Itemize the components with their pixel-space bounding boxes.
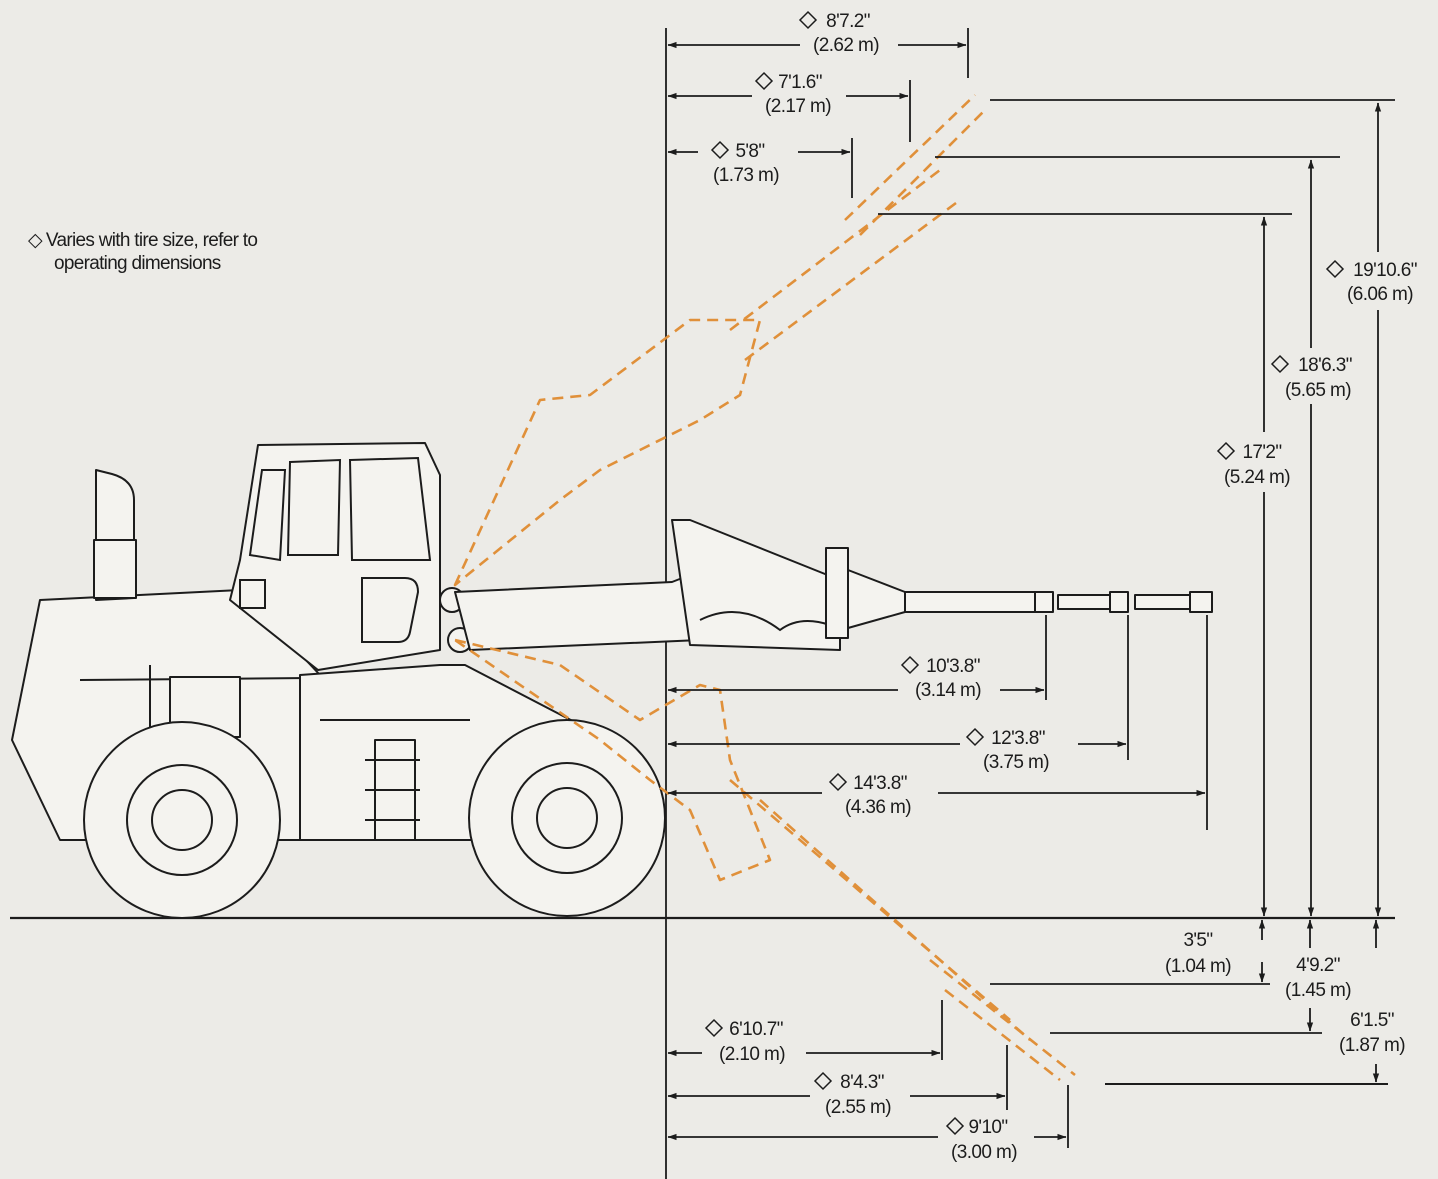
diamond-icon xyxy=(1216,441,1236,461)
label-height-1-metric: (5.24 m) xyxy=(1224,467,1290,488)
label-reach-high-1-metric: (1.73 m) xyxy=(713,165,779,186)
label-height-1-imperial: 17'2" xyxy=(1242,442,1281,463)
label-reach-high-3-imperial: 8'7.2" xyxy=(826,11,870,32)
label-reach-low-2-metric: (2.55 m) xyxy=(825,1097,891,1118)
label-reach-low-1-metric: (2.10 m) xyxy=(719,1044,785,1065)
label-reach-high-1-imperial: 5'8" xyxy=(735,141,764,162)
loader-machine xyxy=(11,442,666,919)
upper-reach-dimensions xyxy=(667,28,969,198)
height-dimensions xyxy=(878,99,1395,917)
label-reach-horiz-2-metric: (3.75 m) xyxy=(983,752,1049,773)
diamond-icon xyxy=(900,655,920,675)
label-depth-3-imperial: 6'1.5" xyxy=(1350,1010,1394,1031)
label-reach-horiz-3-metric: (4.36 m) xyxy=(845,797,911,818)
diamond-icon xyxy=(1325,259,1345,279)
legend-line-2: operating dimensions xyxy=(54,253,221,274)
diamond-icon xyxy=(704,1018,724,1038)
label-reach-horiz-1-metric: (3.14 m) xyxy=(915,680,981,701)
label-depth-1-metric: (1.04 m) xyxy=(1165,956,1231,977)
label-height-2-imperial: 18'6.3" xyxy=(1298,355,1352,376)
label-height-2-metric: (5.65 m) xyxy=(1285,380,1351,401)
diamond-markers xyxy=(704,10,1345,1136)
label-reach-high-3-metric: (2.62 m) xyxy=(813,35,879,56)
diamond-icon xyxy=(798,10,818,30)
legend-line-1: ◇Varies with tire size, refer to xyxy=(28,230,257,251)
label-reach-low-2-imperial: 8'4.3" xyxy=(840,1072,884,1093)
dimension-labels: 8'7.2" (2.62 m) 7'1.6" (2.17 m) 5'8" (1.… xyxy=(713,11,1417,1163)
diamond-icon xyxy=(965,727,985,747)
diamond-icon xyxy=(813,1071,833,1091)
depth-dimensions xyxy=(990,919,1380,1083)
diamond-icon xyxy=(828,772,848,792)
diamond-icon xyxy=(1270,354,1290,374)
label-reach-low-1-imperial: 6'10.7" xyxy=(729,1019,783,1040)
label-reach-low-3-imperial: 9'10" xyxy=(968,1117,1007,1138)
label-reach-horiz-1-imperial: 10'3.8" xyxy=(926,656,980,677)
boom-alternate-positions xyxy=(453,94,1076,1082)
label-height-3-metric: (6.06 m) xyxy=(1347,284,1413,305)
boom-horizontal xyxy=(454,519,1213,651)
label-height-3-imperial: 19'10.6" xyxy=(1353,260,1417,281)
horizontal-reach-dimensions xyxy=(667,615,1208,830)
label-reach-high-2-metric: (2.17 m) xyxy=(765,96,831,117)
label-depth-2-metric: (1.45 m) xyxy=(1285,980,1351,1001)
diamond-icon xyxy=(945,1116,965,1136)
label-reach-high-2-imperial: 7'1.6" xyxy=(778,72,822,93)
lower-reach-dimensions xyxy=(667,1000,1069,1148)
label-depth-1-imperial: 3'5" xyxy=(1183,930,1212,951)
label-reach-horiz-2-imperial: 12'3.8" xyxy=(991,728,1045,749)
diamond-icon xyxy=(754,71,774,91)
legend: ◇Varies with tire size, refer to operati… xyxy=(28,230,258,274)
legend-diamond-icon: ◇ xyxy=(28,230,43,251)
label-depth-3-metric: (1.87 m) xyxy=(1339,1035,1405,1056)
label-reach-horiz-3-imperial: 14'3.8" xyxy=(853,773,907,794)
label-depth-2-imperial: 4'9.2" xyxy=(1296,955,1340,976)
label-reach-low-3-metric: (3.00 m) xyxy=(951,1142,1017,1163)
diamond-icon xyxy=(710,140,730,160)
